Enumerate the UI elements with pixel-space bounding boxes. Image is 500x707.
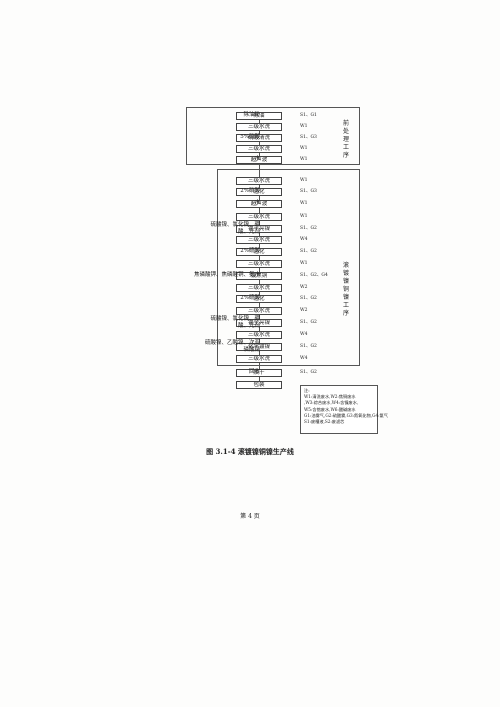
process-step: 三级水洗 — [236, 307, 282, 315]
step-outputs: W1 — [300, 201, 308, 206]
process-step: 镀半亮镍 — [236, 225, 282, 233]
legend-line: ,W3:综合废水,W4:含镍废水, — [304, 400, 359, 406]
step-outputs: S1、G2 — [300, 249, 317, 254]
input-chemical: 5%硝酸 — [240, 134, 260, 140]
step-outputs: S1、G2、G4 — [300, 273, 328, 278]
step-outputs: S1、G2 — [300, 226, 317, 231]
input-chemical: 磷酸钠 — [243, 347, 260, 353]
input-chemical: 2%硫酸 — [240, 248, 260, 254]
input-chemical: 水 — [254, 156, 260, 162]
figure-caption: 图 3.1-4 滚镀镍铜镍生产线 — [206, 447, 294, 456]
process-step: 化学镀镍 — [236, 343, 282, 351]
legend-line: W1:清洗废水,W2:焦铜废水 — [304, 394, 356, 400]
input-chemical: 焦磷酸钾、焦磷酸铜、氨水 — [193, 272, 260, 278]
legend-line: S1:废槽液,S2:废滤芯 — [304, 419, 345, 425]
step-outputs: S1、G3 — [300, 189, 317, 194]
legend-line: W5:含铬废水,W6:酸碱废水 — [304, 406, 356, 412]
pretreatment-section-frame — [186, 107, 360, 165]
step-outputs: W1 — [300, 178, 308, 183]
input-chemical: 2%硫酸 — [240, 295, 260, 301]
step-outputs: W1 — [300, 124, 308, 129]
pretreatment-label: 前处理工序 — [342, 120, 349, 159]
process-step: 三级水洗 — [236, 145, 282, 153]
input-chemical: 硫酸镍、氯化镍、硼 — [210, 222, 260, 228]
process-step: 除油 — [236, 112, 282, 120]
step-outputs: W2 — [300, 285, 308, 290]
step-outputs: W4 — [300, 356, 308, 361]
step-outputs: S1、G2 — [300, 370, 317, 375]
step-outputs: S1、G2 — [300, 344, 317, 349]
legend-box: 注: W1:清洗废水,W2:焦铜废水 ,W3:综合废水,W4:含镍废水, W5:… — [300, 385, 388, 434]
input-chemical: 硫酸镍、乙酸镍、次亚 — [204, 340, 260, 346]
process-step: 三级水洗 — [236, 260, 282, 268]
plating-label: 滚镀镍铜镍工序 — [342, 262, 349, 317]
process-step: 三级水洗 — [236, 331, 282, 339]
input-chemical: 除油粉 — [243, 112, 260, 118]
process-step: 活化 — [236, 295, 282, 303]
input-chemical: 水 — [254, 200, 260, 206]
legend-title: 注: — [304, 388, 310, 393]
step-outputs: S1、G1 — [300, 113, 317, 118]
input-chemical: 回收 — [248, 369, 260, 375]
process-step: 镀全亮镍 — [236, 319, 282, 327]
page-number: 第 4 页 — [240, 513, 260, 520]
step-outputs: S1、G2 — [300, 296, 317, 301]
process-step: 镀焦铜 — [236, 272, 282, 280]
process-step: 三级水洗 — [236, 355, 282, 363]
step-outputs: W1 — [300, 146, 308, 151]
process-step: 三级水洗 — [236, 123, 282, 131]
input-chemical: 酸、光剂 — [237, 323, 260, 329]
legend-line: G1:油雾气,G2:硫酸雾,G3:氮氧化物,G4:氨气 — [304, 412, 388, 418]
process-step: 烘干 — [236, 369, 282, 377]
input-chemical: 酸、光剂 — [237, 229, 260, 235]
process-step: 超声波 — [236, 200, 282, 208]
process-step: 超声波 — [236, 156, 282, 164]
plating-section-frame — [217, 169, 360, 366]
step-outputs: W4 — [300, 237, 308, 242]
step-outputs: W1 — [300, 261, 308, 266]
step-outputs: W2 — [300, 308, 308, 313]
process-step: 三级水洗 — [236, 284, 282, 292]
process-step: 活化 — [236, 248, 282, 256]
step-outputs: W1 — [300, 157, 308, 162]
process-step: 三级水洗 — [236, 177, 282, 185]
step-outputs: S1、G2 — [300, 320, 317, 325]
step-outputs: S1、G3 — [300, 135, 317, 140]
process-step: 包装 — [236, 381, 282, 389]
process-step: 活化 — [236, 188, 282, 196]
step-outputs: W4 — [300, 332, 308, 337]
step-outputs: W1 — [300, 214, 308, 219]
process-step: 硝酸清洗 — [236, 134, 282, 142]
input-chemical: 2%硝酸 — [240, 188, 260, 194]
process-step: 三级水洗 — [236, 236, 282, 244]
input-chemical: 硫酸镍、氯化镍、硼 — [210, 316, 260, 322]
process-step: 三级水洗 — [236, 213, 282, 221]
